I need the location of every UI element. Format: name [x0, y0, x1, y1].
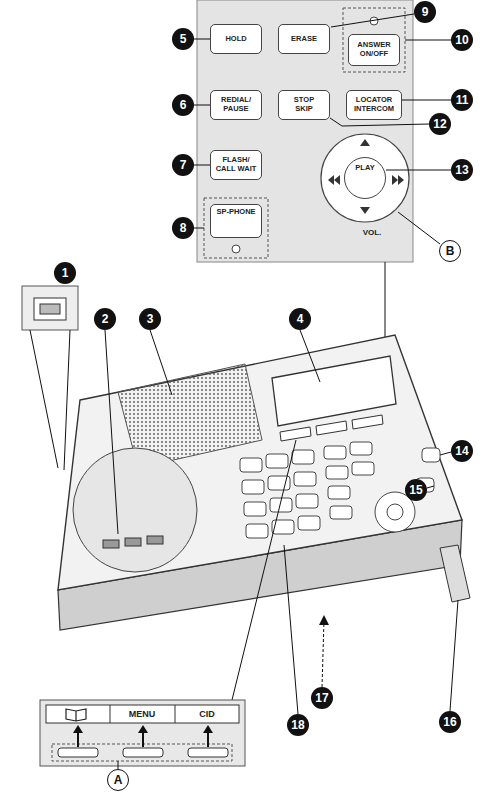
callout-number: 5 — [172, 28, 194, 50]
button-key: ANSWER ON/OFF — [348, 34, 400, 66]
button-key: ERASE — [278, 24, 330, 54]
button-label: REDIAL/ PAUSE — [216, 96, 256, 113]
callout-number: 6 — [172, 94, 194, 116]
button-key: REDIAL/ PAUSE — [210, 90, 262, 120]
callout-number: 1 — [54, 262, 76, 284]
button-label: STOP SKIP — [289, 96, 319, 113]
callout-number: 11 — [451, 89, 473, 111]
callout-number: A — [107, 769, 129, 791]
key-label: MENU — [129, 709, 156, 719]
button-label: ERASE — [291, 35, 317, 44]
callout-number: 13 — [451, 159, 473, 181]
callout-number: 12 — [429, 113, 451, 135]
callout-number: 10 — [451, 29, 473, 51]
callout-number: 17 — [311, 687, 333, 709]
callout-number: 7 — [172, 154, 194, 176]
callout-number: 9 — [414, 1, 436, 23]
button-key: STOP SKIP — [278, 90, 330, 120]
button-label: SP-PHONE — [216, 208, 255, 217]
play-button: PLAY — [344, 157, 386, 199]
callout-number: 3 — [139, 308, 161, 330]
key-label: CID — [199, 709, 215, 719]
callout-number: 14 — [451, 440, 473, 462]
button-key: LOCATOR INTERCOM — [346, 90, 402, 120]
callout-number: 16 — [439, 711, 461, 733]
button-key: FLASH/ CALL WAIT — [210, 150, 262, 180]
button-label: ANSWER ON/OFF — [354, 41, 394, 58]
button-label: FLASH/ CALL WAIT — [213, 156, 259, 173]
callout-number: 8 — [172, 217, 194, 239]
callout-number: 2 — [94, 308, 116, 330]
button-label: LOCATOR INTERCOM — [349, 96, 399, 113]
button-label: HOLD — [225, 35, 246, 44]
callout-number: 15 — [405, 479, 427, 501]
key-label: VOL. — [363, 228, 382, 237]
callout-number: B — [439, 240, 461, 262]
button-label: PLAY — [355, 164, 374, 173]
callout-number: 18 — [287, 714, 309, 736]
button-key: SP-PHONE — [210, 204, 262, 238]
callout-number: 4 — [289, 308, 311, 330]
button-key: HOLD — [210, 24, 262, 54]
